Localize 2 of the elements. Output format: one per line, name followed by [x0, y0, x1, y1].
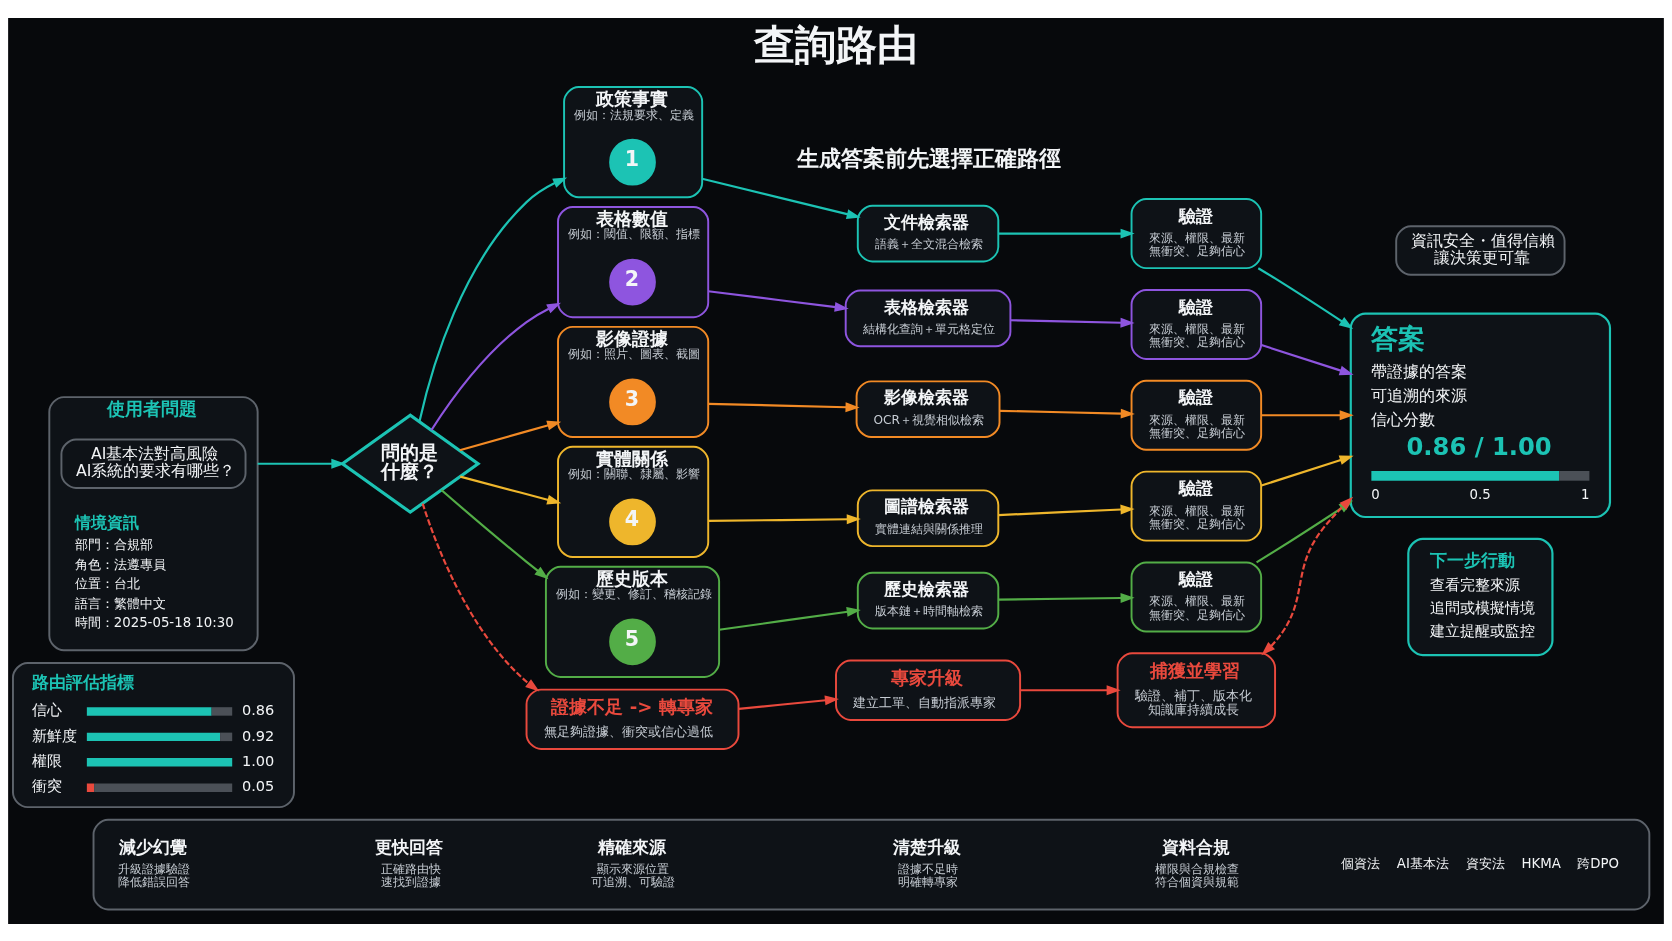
diagram-title: 查詢路由	[753, 20, 918, 69]
label: 生成答案前先選擇正確路徑	[796, 145, 1061, 171]
